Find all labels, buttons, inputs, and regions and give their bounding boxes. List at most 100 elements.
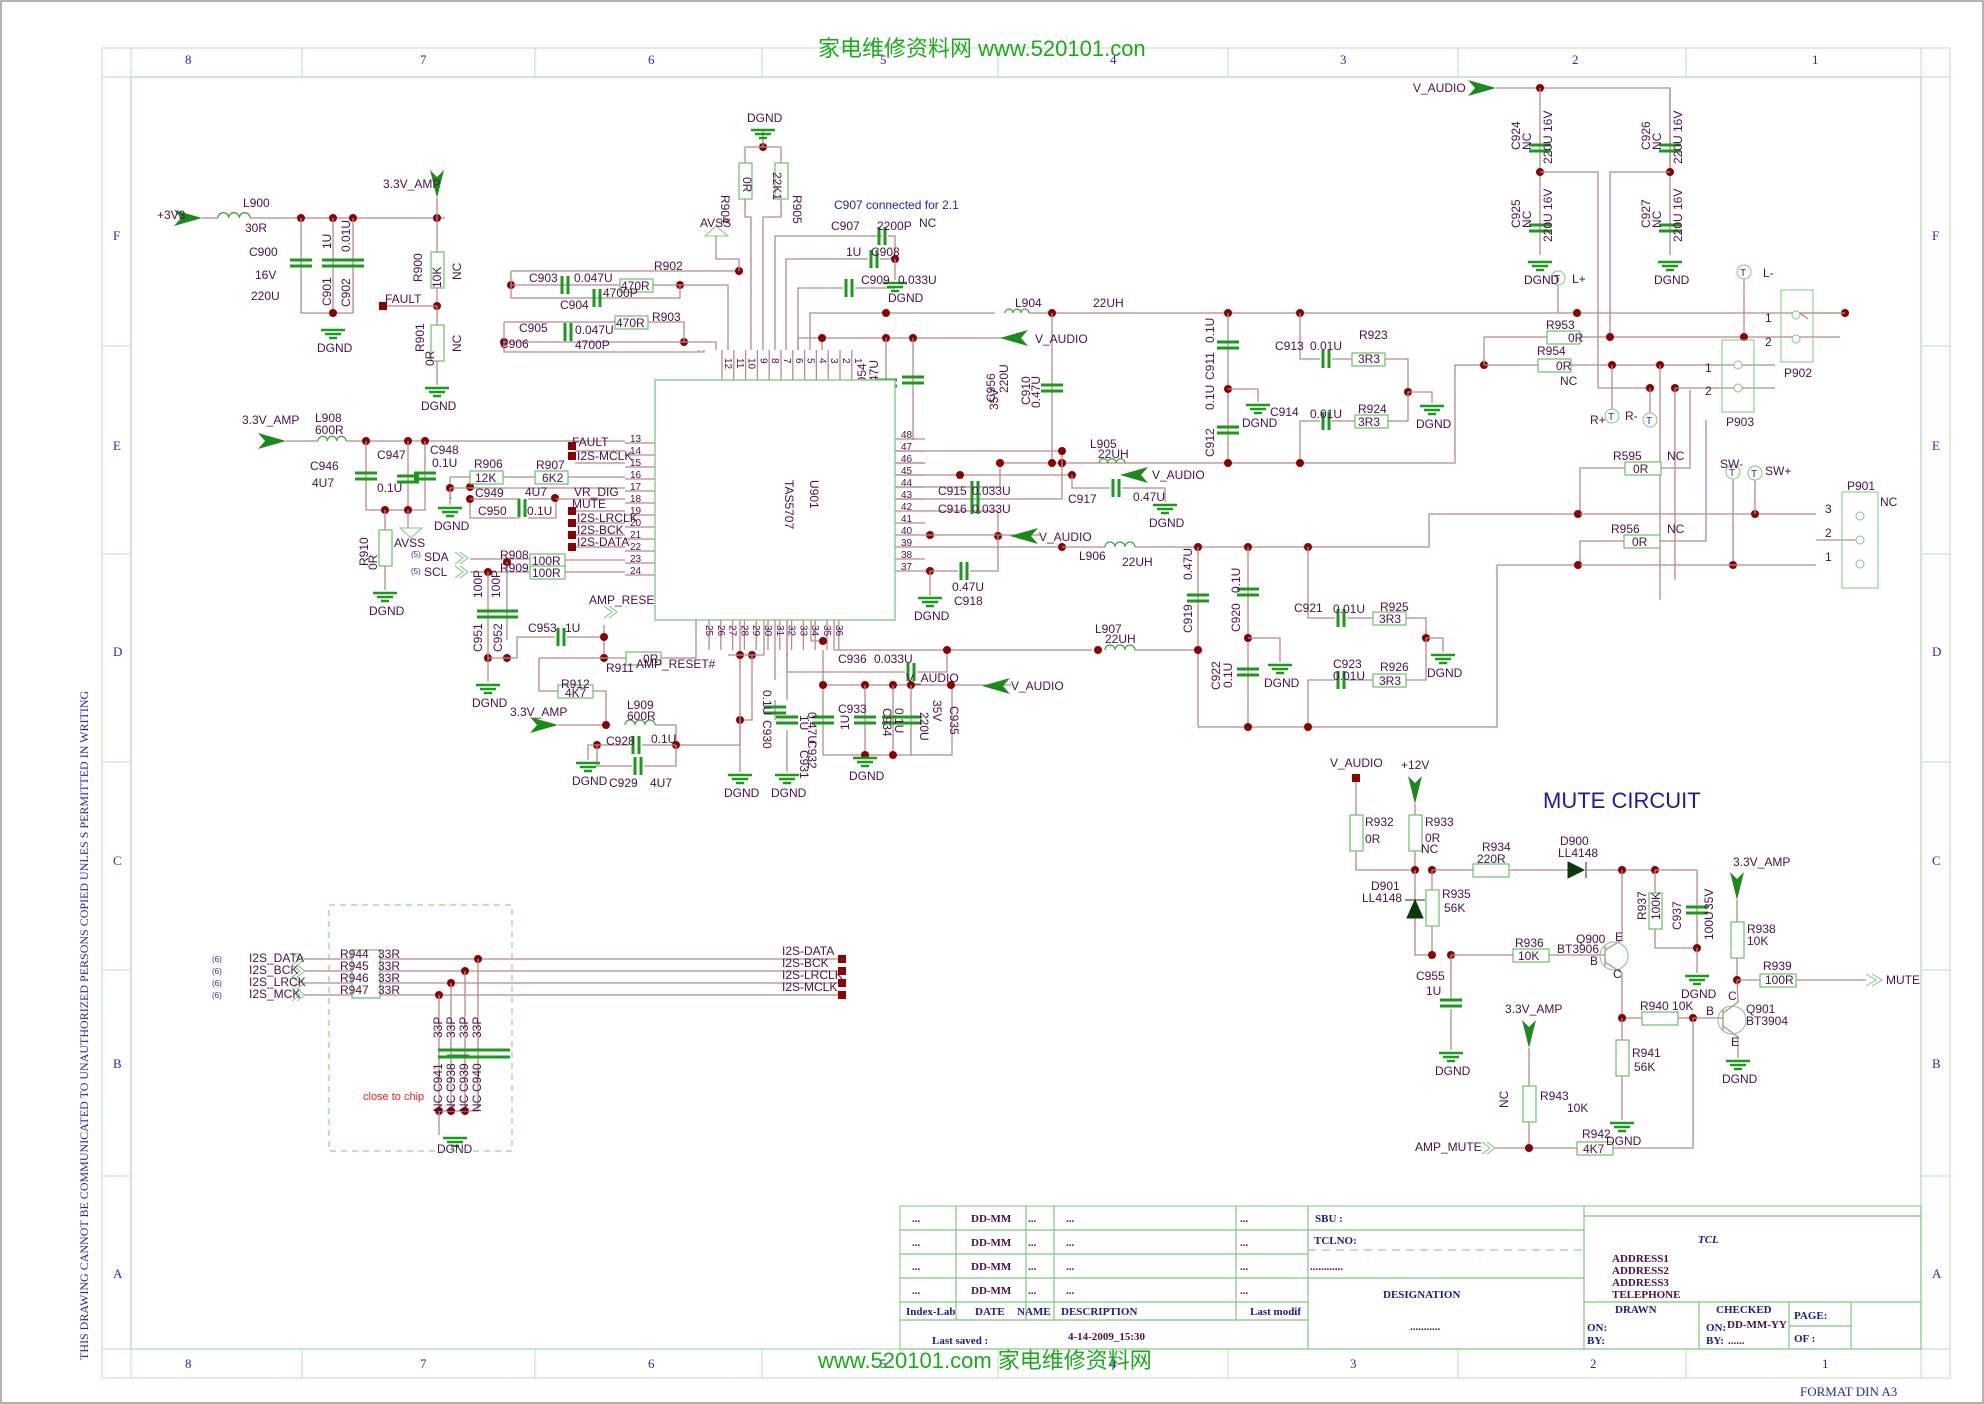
component-label: C927 — [1639, 199, 1653, 228]
component-label: 0R — [423, 350, 437, 366]
component-label: NC — [1520, 210, 1534, 228]
power-port-arrow-icon — [258, 433, 286, 449]
last-saved-label: Last saved : — [932, 1335, 988, 1347]
component-label: 0.47U — [1029, 376, 1043, 408]
component-label: C906 — [500, 337, 529, 351]
component-label: 220U — [1541, 135, 1555, 164]
component-label: C938 — [444, 1063, 458, 1092]
dgnd-label: DGND — [369, 604, 405, 618]
ic-pin-number: 29 — [750, 625, 761, 637]
transistor-q900-icon — [1599, 941, 1629, 971]
wires — [202, 84, 1866, 1152]
ic-pin-number: 13 — [630, 434, 642, 445]
test-point-icon[interactable] — [1642, 412, 1658, 428]
ic-pin-number: 31 — [774, 625, 785, 637]
net-port-icon — [838, 979, 846, 987]
ic-pin-number: 47 — [901, 442, 913, 453]
company-logo: TCL — [1698, 1234, 1719, 1246]
component-label: NC — [1667, 522, 1685, 536]
test-point-icon[interactable] — [1604, 408, 1620, 424]
component-label: L909 — [627, 698, 654, 712]
R939-resistor — [1759, 973, 1797, 988]
component-label: 220U — [917, 712, 931, 741]
component-label: C921 — [1294, 601, 1323, 615]
last-saved-value: 4-14-2009_15:30 — [1068, 1331, 1145, 1343]
component-label: D900 — [1560, 834, 1589, 848]
component-label: BT3904 — [1746, 1014, 1788, 1028]
ic-pin-number: 27 — [727, 625, 738, 637]
rev-name: ... — [1028, 1213, 1037, 1225]
component-label: 33R — [378, 971, 400, 985]
grid-col-top: 6 — [648, 52, 655, 67]
header-index: Index-Lab — [906, 1306, 956, 1318]
component-label: 100R — [532, 566, 561, 580]
component-label: C941 — [431, 1063, 445, 1092]
component-label: I2S-LRCLK — [577, 511, 638, 525]
component-label: L905 — [1090, 437, 1117, 451]
connector-p902[interactable] — [1780, 289, 1814, 363]
L907-inductor — [1104, 644, 1136, 651]
component-label: 56K — [1634, 1060, 1655, 1074]
i2s-output-label: I2S-DATA — [782, 944, 834, 958]
component-label: C931 — [797, 750, 811, 779]
component-label: C936 — [838, 652, 867, 666]
component-label: R938 — [1747, 922, 1776, 936]
component-label: SW+ — [1765, 464, 1791, 478]
ic-pin-number: 28 — [738, 625, 749, 637]
rev-desc: ... — [1066, 1237, 1075, 1249]
grid-row-right: B — [1932, 1056, 1941, 1071]
component-label: R912 — [561, 677, 590, 691]
R943-resistor — [1522, 1085, 1537, 1123]
test-point-icon[interactable] — [1747, 465, 1763, 481]
grid-row-right: A — [1932, 1266, 1942, 1281]
L908-inductor — [317, 435, 347, 442]
ic-u901[interactable]: TAS5707 U901 — [654, 379, 896, 621]
connector-p903[interactable] — [1721, 339, 1755, 413]
component-label: 0.1U — [527, 504, 552, 518]
test-point-icon[interactable] — [1550, 270, 1566, 286]
address-line: ADDRESS2 — [1612, 1265, 1669, 1277]
off-sheet-connector-icon — [1865, 973, 1883, 987]
component-label: 0.033U — [972, 502, 1011, 516]
mute-output-label: MUTE — [1886, 973, 1920, 987]
component-label: V_AUDIO — [1330, 756, 1383, 770]
rev-date: DD-MM — [971, 1237, 1012, 1249]
component-label: NC — [470, 1094, 484, 1112]
L906-inductor — [1104, 541, 1136, 548]
i2s-input-label: I2S_MCK — [249, 987, 300, 1001]
diode-d901-icon — [1405, 898, 1425, 919]
component-label: V_AUDIO — [906, 671, 959, 685]
R935-resistor — [1425, 889, 1440, 927]
connector-p901[interactable] — [1841, 491, 1879, 589]
rev-index: ... — [912, 1285, 921, 1297]
component-label: NC — [1560, 374, 1578, 388]
net-label-v-audio: V_AUDIO — [1039, 530, 1092, 544]
svg-text:(5): (5) — [411, 550, 421, 559]
sheet-ref: (6) — [212, 967, 222, 976]
tclno-value: ............ — [1310, 1261, 1343, 1273]
ic-pin-number: 30 — [762, 625, 773, 637]
component-label: R902 — [654, 259, 683, 273]
component-label: NC — [450, 262, 464, 280]
test-point-icon[interactable] — [1725, 464, 1741, 480]
test-point-icon[interactable] — [1736, 264, 1752, 280]
R900-resistor — [430, 251, 445, 289]
ic-pin-number: 4 — [816, 358, 827, 364]
R903-resistor — [614, 315, 649, 330]
component-label: NC — [450, 334, 464, 352]
avss-symbol-icon — [398, 527, 424, 539]
component-label: 220U — [1541, 213, 1555, 242]
L900-inductor — [217, 212, 251, 219]
component-label: C915 — [938, 484, 967, 498]
off-sheet-connector-icon — [291, 988, 306, 1002]
component-label: C939 — [457, 1063, 471, 1092]
R936-resistor — [1512, 948, 1550, 963]
ic-pin-number: 44 — [901, 478, 913, 489]
component-label: C909 — [861, 273, 890, 287]
component-label: R943 — [1540, 1089, 1569, 1103]
designation-value: ........... — [1410, 1321, 1441, 1333]
ic-pin-number: 21 — [630, 530, 642, 541]
component-label: NC — [457, 1094, 471, 1112]
ic-pin-number: 7 — [781, 358, 792, 364]
component-label: 0.1U — [1221, 663, 1235, 688]
